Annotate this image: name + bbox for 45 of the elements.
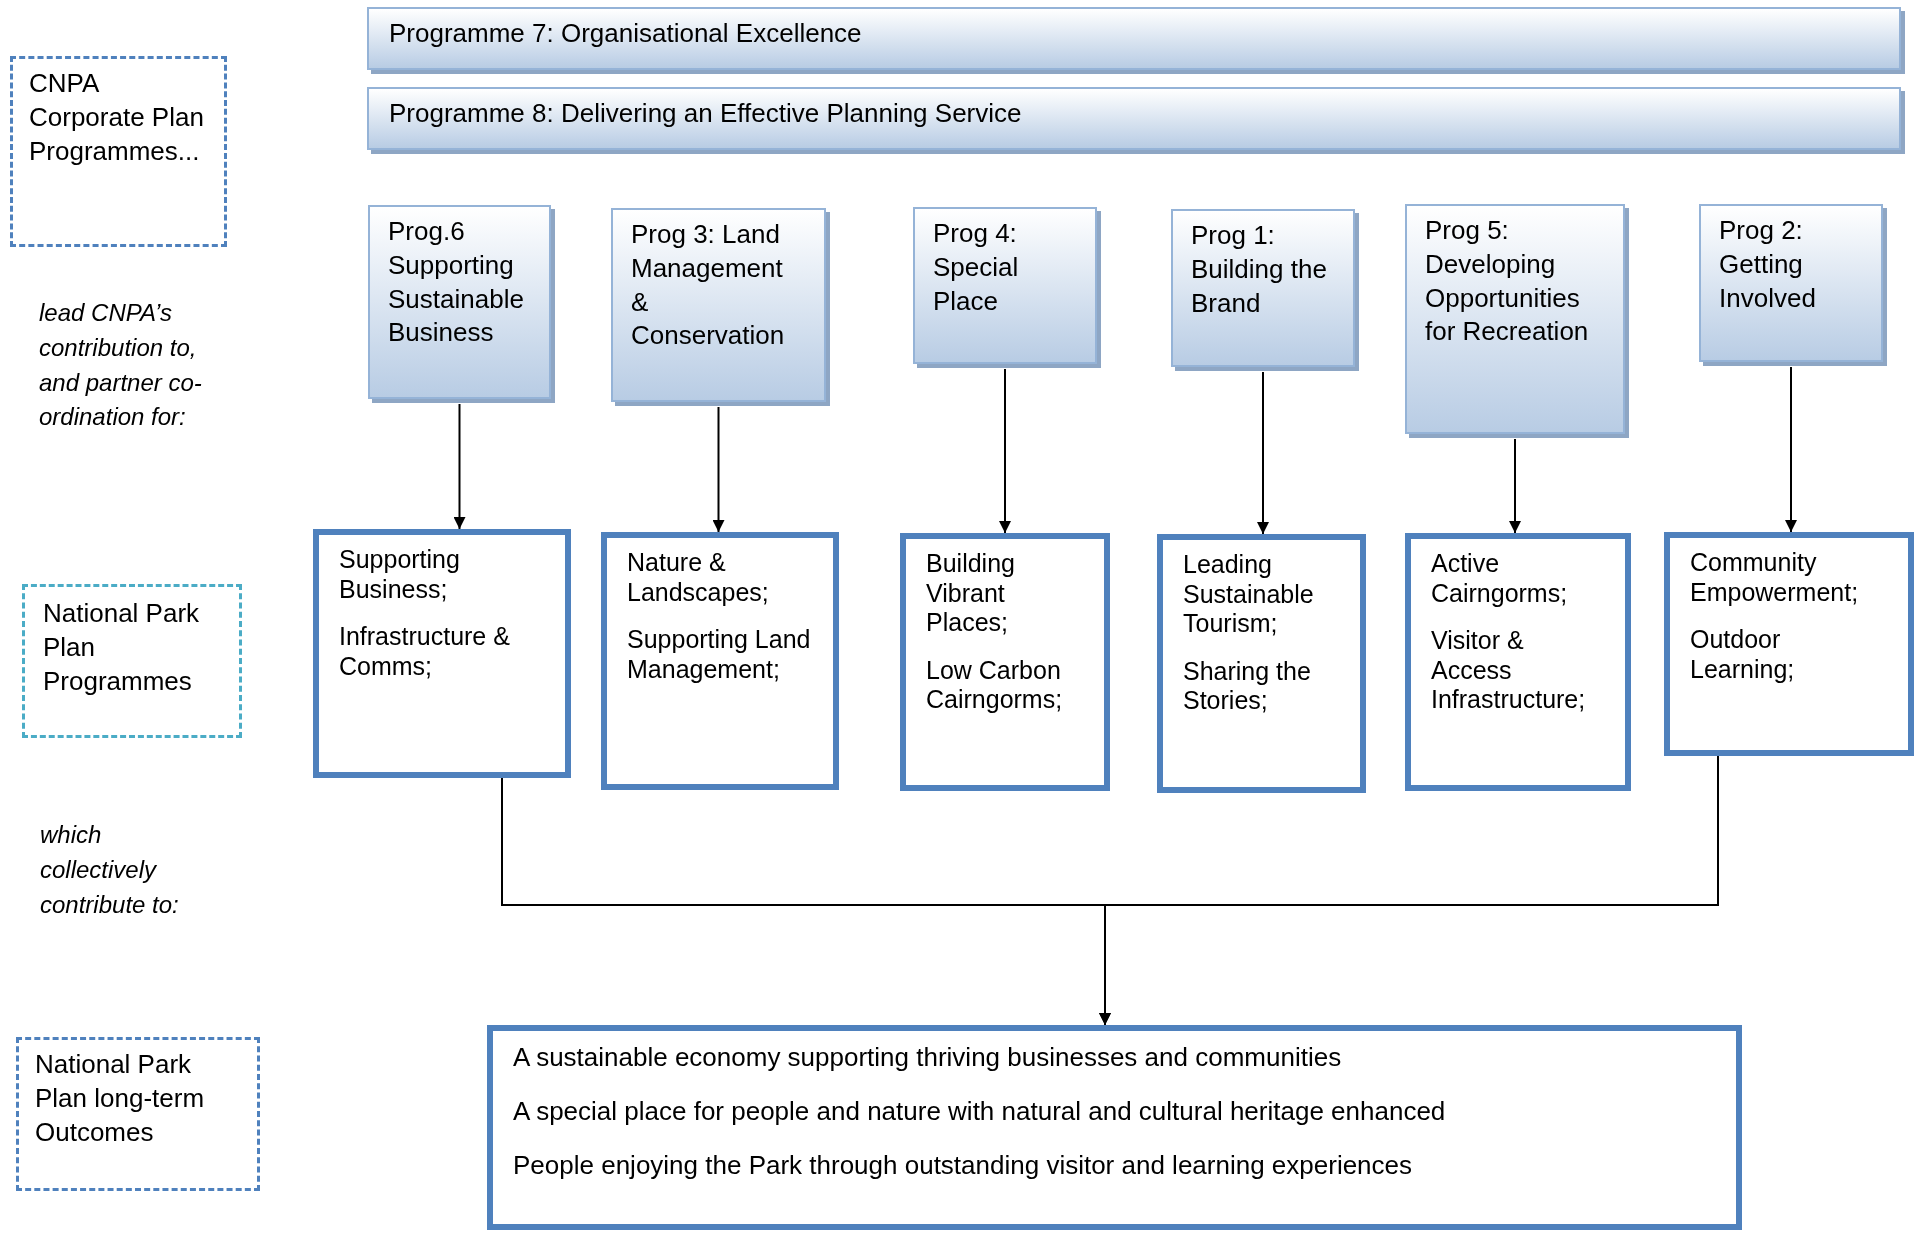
node-text: Supporting Land Management;	[627, 625, 812, 684]
node-text: Prog 3: Land Management & Conservation	[631, 218, 786, 353]
node-text: Programme 8: Delivering an Effective Planning Service	[389, 97, 1023, 130]
node-text: Nature & Landscapes;	[627, 548, 770, 607]
node-text: Prog.6 Supporting Sustainable Business	[388, 215, 525, 350]
node-text: A sustainable economy supporting thriving businesses and communities	[513, 1041, 1343, 1074]
arrow	[1099, 755, 1719, 1026]
node-text: National Park Plan Programmes	[43, 597, 201, 698]
node-text: Low Carbon Cairngorms;	[926, 655, 1064, 715]
arrow	[1509, 438, 1521, 534]
node-text: Community Empowerment;	[1690, 548, 1860, 607]
node-text: Prog 2: Getting Involved	[1719, 214, 1817, 315]
node-text: Prog 1: Building the Brand	[1191, 219, 1328, 320]
node-text: Building Vibrant Places;	[926, 549, 1016, 638]
label-box	[10, 56, 227, 247]
outcome-box	[1157, 534, 1366, 793]
node-text: Leading Sustainable Tourism;	[1183, 550, 1315, 639]
outcome-box	[1664, 532, 1914, 756]
node-text: People enjoying the Park through outstanding visitor and learning experiences	[513, 1148, 1414, 1182]
arrow	[999, 368, 1011, 534]
node-text: CNPA Corporate Plan Programmes...	[29, 67, 205, 168]
note-text: which collectively contribute to:	[40, 820, 180, 920]
arrow	[453, 403, 466, 530]
node-text: Prog 5: Developing Opportunities for Recreation	[1425, 214, 1590, 349]
label-box	[16, 1037, 260, 1191]
node-text: Prog 4: Special Place	[933, 217, 1020, 318]
node-text: Outdoor Learning;	[1690, 625, 1796, 684]
node-text: Visitor & Access Infrastructure;	[1431, 626, 1587, 715]
arrow	[712, 406, 725, 533]
node-text: Programme 7: Organisational Excellence	[389, 17, 863, 50]
outcome-box	[900, 533, 1110, 791]
outcomes-box	[487, 1025, 1742, 1230]
node-text: Sharing the Stories;	[1183, 656, 1312, 716]
label-box	[22, 584, 242, 738]
node-text: Active Cairngorms;	[1431, 549, 1569, 608]
node-text: National Park Plan long-term Outcomes	[35, 1048, 206, 1149]
node-text: Infrastructure & Comms;	[339, 622, 511, 681]
outcome-box	[1405, 533, 1631, 791]
arrow	[1785, 366, 1797, 533]
outcome-box	[313, 529, 571, 778]
arrow	[1257, 371, 1269, 535]
node-text: Supporting Business;	[339, 545, 461, 604]
node-text: A special place for people and nature with natural and cultural heritage enhanced	[513, 1094, 1447, 1128]
outcome-box	[601, 532, 839, 790]
note-text: lead CNPA’s contribution to, and partner co-ordination for:	[39, 298, 203, 433]
